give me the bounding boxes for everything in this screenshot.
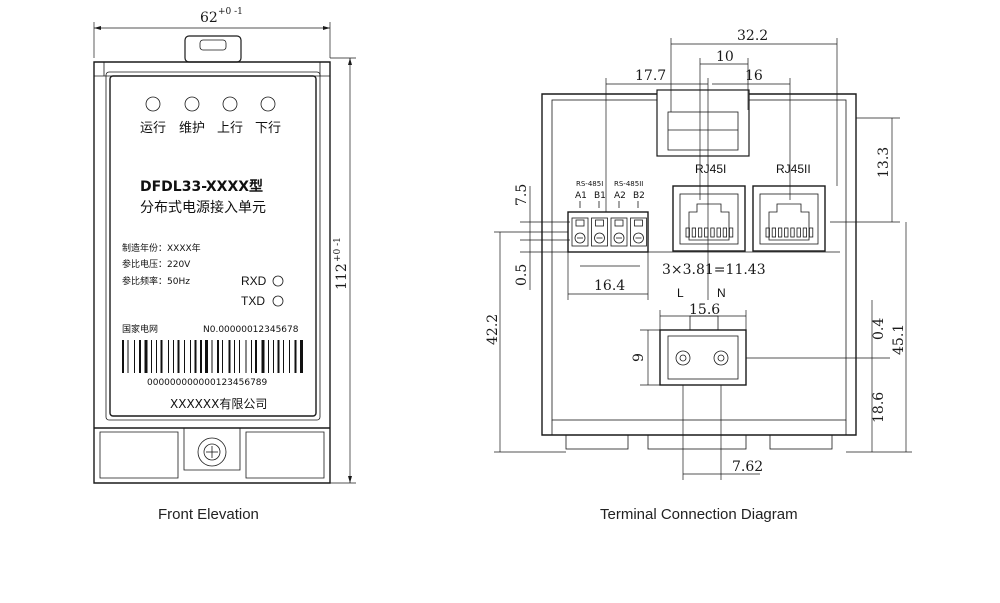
power-l-label: L xyxy=(677,286,684,300)
dim-32-2: 32.2 xyxy=(737,28,768,44)
power-connector xyxy=(659,315,747,386)
pin-a2-label: A2 xyxy=(614,191,626,201)
led-maintain-icon xyxy=(184,96,200,112)
front-height-tolerance: +0 -1 xyxy=(333,237,343,262)
screw-icon xyxy=(197,437,227,467)
serial-number: N0.00000012345678 xyxy=(203,325,299,335)
barcode-number: 000000000000123456789 xyxy=(147,378,268,388)
dim-13-3: 13.3 xyxy=(876,147,892,178)
rs485-2-label: RS-485II xyxy=(614,180,643,188)
front-body xyxy=(93,61,331,484)
dim-0-4: 0.4 xyxy=(871,318,887,340)
dim-17-7: 17.7 xyxy=(635,68,666,84)
led-run-icon xyxy=(145,96,161,112)
rj45-2-label: RJ45II xyxy=(776,162,811,176)
dim-7-5: 7.5 xyxy=(514,184,530,206)
dim-9: 9 xyxy=(631,353,647,362)
front-height-dim: 112 xyxy=(334,263,350,290)
pin-a1-label: A1 xyxy=(575,191,587,201)
front-panel xyxy=(109,75,317,417)
spec-voltage: 参比电压：220V xyxy=(122,258,191,270)
led-downlink-icon xyxy=(260,96,276,112)
rxd-led-icon xyxy=(272,275,284,287)
top-connector xyxy=(656,89,750,157)
barcode xyxy=(122,340,303,373)
dim-10: 10 xyxy=(716,49,734,65)
dim-7-62: 7.62 xyxy=(732,459,763,475)
indicator-label-maintain: 维护 xyxy=(179,121,205,136)
product-name: 分布式电源接入单元 xyxy=(140,199,266,216)
pin-b2-label: B2 xyxy=(633,191,645,201)
front-elevation: 62 +0 -1 112 +0 -1 运行 维护 上行 下行 DFDL33-XX… xyxy=(93,7,356,523)
indicator-label-downlink: 下行 xyxy=(255,121,281,136)
txd-label: TXD xyxy=(241,294,265,308)
dim-0-5: 0.5 xyxy=(514,264,530,286)
spec-frequency: 参比频率：50Hz xyxy=(122,275,190,287)
terminal-diagram: RJ45I RJ45II RS-485I RS-485II A1 B1 A2 B… xyxy=(485,28,912,523)
rj45-1-label: RJ45I xyxy=(695,162,726,176)
dim-45-1: 45.1 xyxy=(891,324,907,355)
rxd-label: RXD xyxy=(241,274,267,288)
rj45-port-1 xyxy=(672,185,746,252)
led-uplink-icon xyxy=(222,96,238,112)
dim-16-4: 16.4 xyxy=(594,278,625,294)
front-caption: Front Elevation xyxy=(158,506,259,523)
dim-42-2: 42.2 xyxy=(485,314,501,345)
txd-led-icon xyxy=(272,295,284,307)
dim-15-6: 15.6 xyxy=(689,302,720,318)
front-width-tolerance: +0 -1 xyxy=(218,7,243,17)
rj45-port-2 xyxy=(752,185,826,252)
terminal-body xyxy=(541,93,857,436)
company-name: XXXXXX有限公司 xyxy=(170,397,267,411)
spec-year: 制造年份：XXXX年 xyxy=(122,242,201,254)
indicator-label-run: 运行 xyxy=(140,121,166,136)
pin-b1-label: B1 xyxy=(594,191,606,201)
dim-18-6: 18.6 xyxy=(871,392,887,423)
rs485-1-label: RS-485I xyxy=(576,180,603,188)
grid-label: 国家电网 xyxy=(122,323,158,335)
model-number: DFDL33-XXXX型 xyxy=(140,178,263,195)
front-width-dim: 62 xyxy=(200,10,218,26)
dim-16: 16 xyxy=(745,68,763,84)
power-n-label: N xyxy=(717,286,726,300)
rs485-terminal-block xyxy=(567,211,649,253)
terminal-caption: Terminal Connection Diagram xyxy=(600,506,798,523)
indicator-label-uplink: 上行 xyxy=(217,121,243,136)
dim-3x3-81: 3×3.81=11.43 xyxy=(662,262,766,278)
